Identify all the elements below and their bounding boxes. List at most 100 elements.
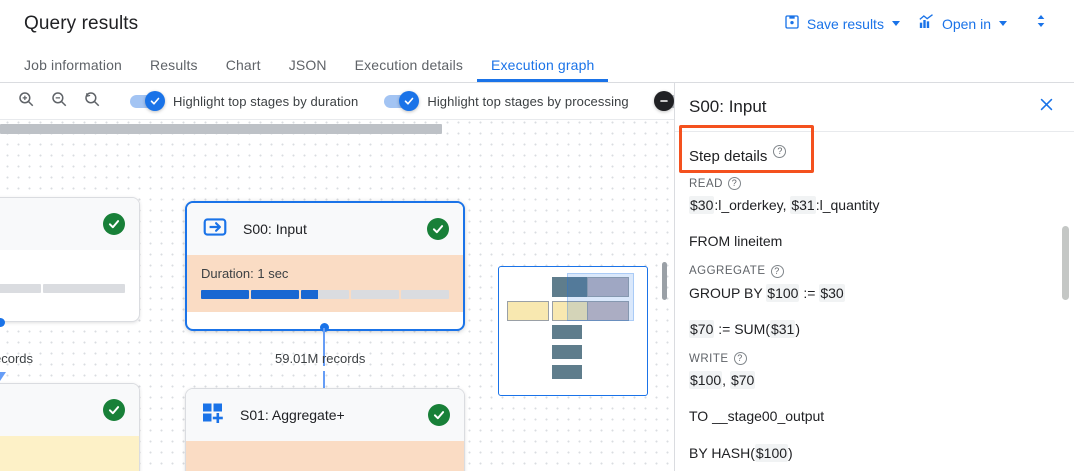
check-icon <box>405 97 414 105</box>
zoom-in-button[interactable] <box>14 89 38 113</box>
minimap-node <box>552 325 582 339</box>
highlight-duration-toggle-group[interactable]: Highlight top stages by duration <box>130 91 358 111</box>
progress-segment <box>351 290 399 299</box>
open-in-label: Open in <box>941 15 991 32</box>
canvas-vertical-scrollbar[interactable] <box>662 262 667 300</box>
write-to-value: TO __stage00_output <box>689 408 825 425</box>
graph-node-s00[interactable]: S00: Input Duration: 1 sec <box>185 201 465 331</box>
tab-label: Execution details <box>354 56 464 73</box>
close-button[interactable] <box>1032 93 1060 121</box>
minimap-node <box>587 301 629 321</box>
save-icon <box>784 14 800 33</box>
panel-divider <box>675 131 1074 132</box>
open-in-button[interactable]: Open in <box>909 7 1016 40</box>
zoom-reset-icon <box>83 90 101 113</box>
panel-vertical-scrollbar[interactable] <box>1062 226 1069 300</box>
node-header: S00: Input <box>187 203 463 255</box>
highlight-processing-switch[interactable] <box>384 91 420 111</box>
minimap-node <box>552 365 582 379</box>
tab-execution-details[interactable]: Execution details <box>341 47 477 82</box>
aggregate-icon <box>200 401 226 430</box>
third-switch[interactable] <box>653 91 674 111</box>
graph-node-s01[interactable]: S01: Aggregate+ <box>185 388 465 471</box>
progress-segment <box>43 284 125 293</box>
tab-label: Results <box>149 56 198 73</box>
help-icon[interactable]: ? <box>773 145 787 158</box>
edge-endpoint-dot <box>0 318 5 327</box>
header-actions: Save results Open in <box>775 7 1074 41</box>
minus-icon <box>659 100 668 102</box>
help-icon[interactable]: ? <box>727 177 741 190</box>
node-body <box>0 436 139 471</box>
graph-toolbar: Highlight top stages by duration Highlig… <box>0 83 674 120</box>
token-var: $31 <box>790 196 816 214</box>
token-var: $70 <box>689 319 715 338</box>
expand-collapse-button[interactable] <box>1024 7 1058 41</box>
help-icon[interactable]: ? <box>770 264 784 278</box>
tab-label: Chart <box>225 56 261 73</box>
edge-endpoint-dot <box>320 323 329 332</box>
progress-segment <box>301 290 349 299</box>
token-var: $100 <box>766 283 800 302</box>
zoom-controls <box>0 89 104 113</box>
read-label: READ <box>689 177 723 190</box>
tab-label: Job information <box>24 56 122 73</box>
tab-chart[interactable]: Chart <box>212 47 275 82</box>
zoom-reset-button[interactable] <box>80 89 104 113</box>
node-body: Duration: 1 sec <box>187 255 463 312</box>
token-var: $30 <box>689 196 715 214</box>
node-header <box>0 384 139 436</box>
status-success-icon <box>428 404 450 426</box>
switch-knob <box>399 91 420 111</box>
write-label: WRITE <box>689 352 729 365</box>
zoom-out-button[interactable] <box>47 89 71 113</box>
progress-segment <box>201 290 249 299</box>
token-var: $30 <box>819 283 845 302</box>
step-details-panel: S00: Input Step details ? READ ? <box>674 83 1074 471</box>
aggregate-groupby-value: GROUP BY $100 := $30 <box>689 283 845 302</box>
unfold-more-icon <box>1033 12 1049 35</box>
tab-results[interactable]: Results <box>136 47 212 82</box>
tab-bar: Job information Results Chart JSON Execu… <box>0 47 1074 83</box>
highlight-duration-switch[interactable] <box>130 91 165 111</box>
close-icon <box>1038 96 1055 118</box>
minimap-node <box>552 345 582 359</box>
node-title: S00: Input <box>243 221 307 237</box>
step-details-heading: Step details ? <box>689 132 1060 175</box>
highlight-processing-label: Highlight top stages by processing <box>427 93 629 109</box>
minimap-node <box>507 301 549 321</box>
minimap-viewport[interactable] <box>567 273 634 321</box>
execution-graph-canvas[interactable]: ecords S00: Input Duration: 1 sec <box>0 120 674 471</box>
edge-label: ecords <box>0 351 34 366</box>
save-results-label: Save results <box>806 15 884 32</box>
save-results-button[interactable]: Save results <box>775 7 909 40</box>
status-success-icon <box>103 213 125 235</box>
tab-json[interactable]: JSON <box>275 47 341 82</box>
third-toggle-group[interactable] <box>653 91 674 111</box>
panel-title: S00: Input <box>689 97 767 116</box>
tab-job-information[interactable]: Job information <box>10 47 136 82</box>
tab-execution-graph[interactable]: Execution graph <box>477 47 609 82</box>
chart-icon <box>918 14 935 33</box>
graph-minimap[interactable] <box>498 266 648 396</box>
token-var: $100 <box>754 443 789 462</box>
progress-segment <box>0 284 41 293</box>
graph-node-partial-top-left[interactable] <box>0 197 140 322</box>
help-icon[interactable]: ? <box>733 352 747 366</box>
highlight-processing-toggle-group[interactable]: Highlight top stages by processing <box>384 91 629 111</box>
from-value: FROM lineitem <box>689 233 783 250</box>
token-var: $100 <box>689 371 723 390</box>
tab-label: Execution graph <box>491 56 595 73</box>
panel-header: S00: Input <box>675 83 1074 131</box>
node-body <box>0 250 139 306</box>
graph-node-partial-bottom-left[interactable] <box>0 383 140 471</box>
aggregate-sum-value: $70 := SUM($31) <box>689 319 801 338</box>
panel-body: Step details ? READ ? $30:l_orderkey, $3… <box>675 132 1074 463</box>
node-header: S01: Aggregate+ <box>186 389 464 441</box>
page-title: Query results <box>24 12 139 34</box>
switch-knob <box>145 91 165 111</box>
canvas-horizontal-scrollbar[interactable] <box>0 124 442 134</box>
node-body <box>186 441 464 471</box>
node-progress-bar <box>0 284 125 293</box>
